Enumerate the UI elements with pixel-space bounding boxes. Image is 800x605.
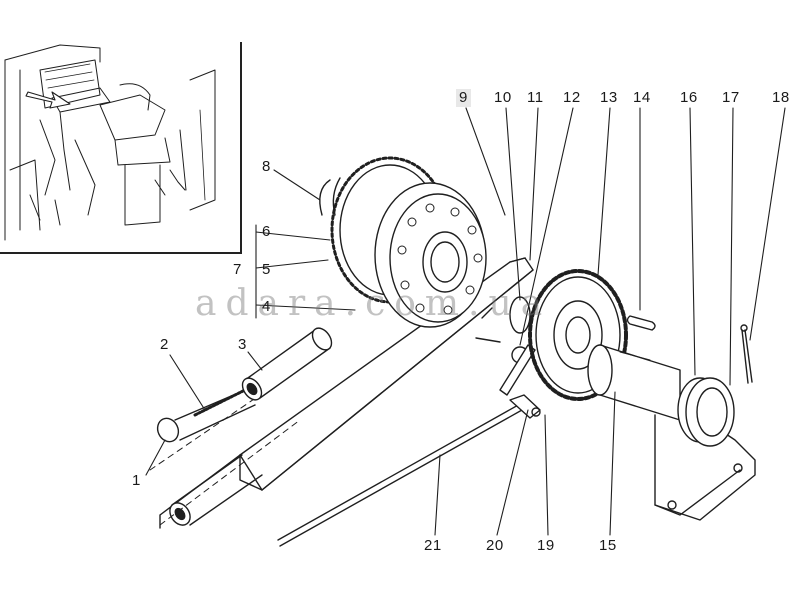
callout-4: 4 <box>262 298 271 315</box>
bearing-rings <box>677 324 753 447</box>
callout-17: 17 <box>722 89 740 106</box>
cab-inset-drawing <box>4 44 216 241</box>
callout-5: 5 <box>262 261 271 278</box>
cab-inset-frame <box>0 42 242 254</box>
callout-13: 13 <box>600 89 618 106</box>
callout-16: 16 <box>680 89 698 106</box>
callout-14: 14 <box>633 89 651 106</box>
callout-20: 20 <box>486 537 504 554</box>
callout-1: 1 <box>132 472 141 489</box>
callout-2: 2 <box>160 336 169 353</box>
callout-6: 6 <box>262 223 271 240</box>
callout-3: 3 <box>238 336 247 353</box>
callout-8: 8 <box>262 158 271 175</box>
callout-10: 10 <box>494 89 512 106</box>
bolt-spring <box>156 387 256 443</box>
callout-21: 21 <box>424 537 442 554</box>
watermark: adara.com.ua <box>195 283 552 324</box>
shaft-bracket <box>587 344 756 521</box>
key <box>626 315 656 331</box>
callout-19: 19 <box>537 537 555 554</box>
brake-drum <box>319 156 487 328</box>
sleeve <box>241 327 333 401</box>
rod-link <box>277 394 541 547</box>
callout-18: 18 <box>772 89 790 106</box>
leader-lines <box>145 107 786 536</box>
callout-7: 7 <box>233 261 242 278</box>
callout-11: 11 <box>527 89 544 106</box>
callout-12: 12 <box>563 89 581 106</box>
callout-9: 9 <box>456 89 471 107</box>
callout-15: 15 <box>599 537 617 554</box>
